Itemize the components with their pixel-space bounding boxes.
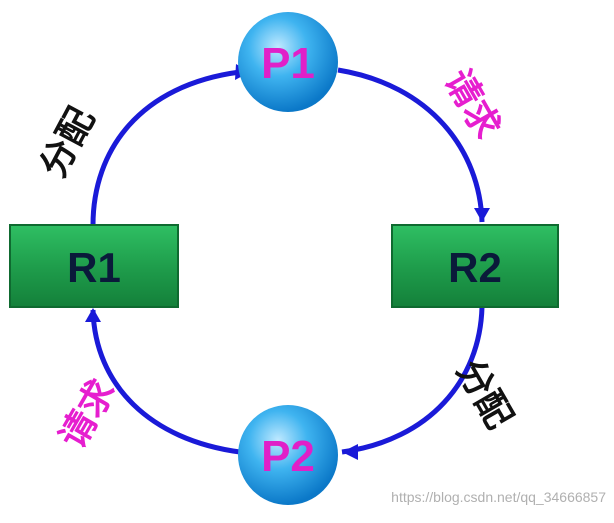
- arrowhead-p2-to-r1: [85, 308, 101, 322]
- arrowhead-p1-to-r2: [474, 208, 490, 222]
- process-p2-label: P2: [261, 432, 315, 481]
- edge-label-request-p2-r1: 请求: [51, 372, 123, 455]
- edge-r2-to-p2: [341, 306, 485, 455]
- process-p1-circle: [238, 12, 338, 112]
- edge-label-allocate-r2-p2: 分配: [449, 352, 521, 435]
- resource-r2-box: [391, 224, 559, 308]
- edge-label-allocate-r1-p1: 分配: [32, 101, 102, 184]
- resource-r1-box: [9, 224, 179, 308]
- resource-r2-label: R2: [448, 244, 502, 291]
- arrowhead-r2-to-p2: [342, 444, 358, 460]
- edge-r1-to-p1: [90, 69, 241, 226]
- watermark-text: https://blog.csdn.net/qq_34666857: [391, 489, 606, 505]
- process-p2-circle: [238, 405, 338, 505]
- edge-p1-to-r2: [337, 67, 485, 223]
- resource-r1-label: R1: [67, 244, 121, 291]
- process-p1-label: P1: [261, 39, 315, 88]
- edge-p2-to-r1: [90, 309, 241, 455]
